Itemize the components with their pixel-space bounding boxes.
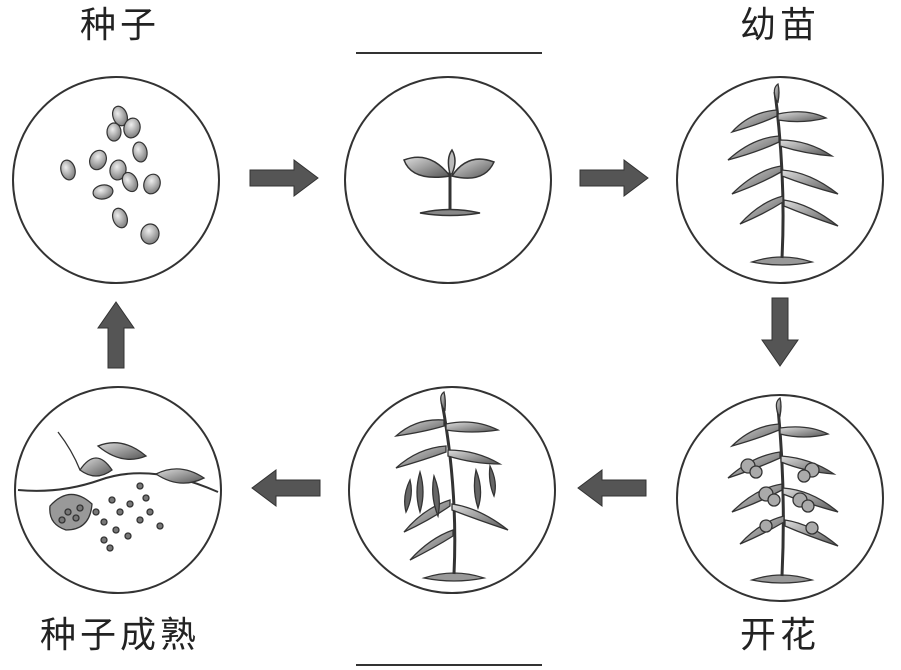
label-seeds: 种子: [80, 5, 161, 46]
label-seed-maturation: 种子成熟: [40, 615, 201, 656]
arrow-down-icon: [761, 297, 799, 367]
arrow-right-icon: [249, 159, 319, 197]
answer-blank-fruiting: [356, 664, 542, 666]
pods-releasing-seeds-icon: [17, 431, 219, 552]
stage-seedling: [676, 76, 884, 284]
stage-fruiting: [348, 386, 556, 594]
flower-icon: [740, 458, 820, 535]
stage-seed-maturation: [14, 386, 222, 594]
stage-flowering: [676, 394, 884, 602]
arrow-left-icon: [577, 469, 647, 507]
seeds-icon: [60, 105, 161, 245]
answer-blank-sprout: [356, 52, 542, 54]
arrows: [97, 159, 799, 507]
arrow-left-icon: [251, 469, 321, 507]
arrow-up-icon: [97, 301, 135, 369]
label-flowering: 开花: [740, 615, 821, 656]
seed-dots-icon: [58, 482, 164, 552]
stage-circle: [676, 76, 884, 284]
stage-sprout: [344, 76, 552, 284]
flowering-plant-icon: [727, 396, 839, 584]
tall-seedling-icon: [727, 82, 839, 266]
arrow-right-icon: [579, 159, 649, 197]
stage-circle: [14, 386, 222, 594]
pod-icon: [404, 463, 496, 519]
fruiting-plant-icon: [393, 390, 509, 582]
sprout-icon: [403, 148, 496, 217]
stage-circle: [344, 76, 552, 284]
stage-seeds: [12, 76, 220, 284]
label-seedling: 幼苗: [740, 5, 821, 46]
